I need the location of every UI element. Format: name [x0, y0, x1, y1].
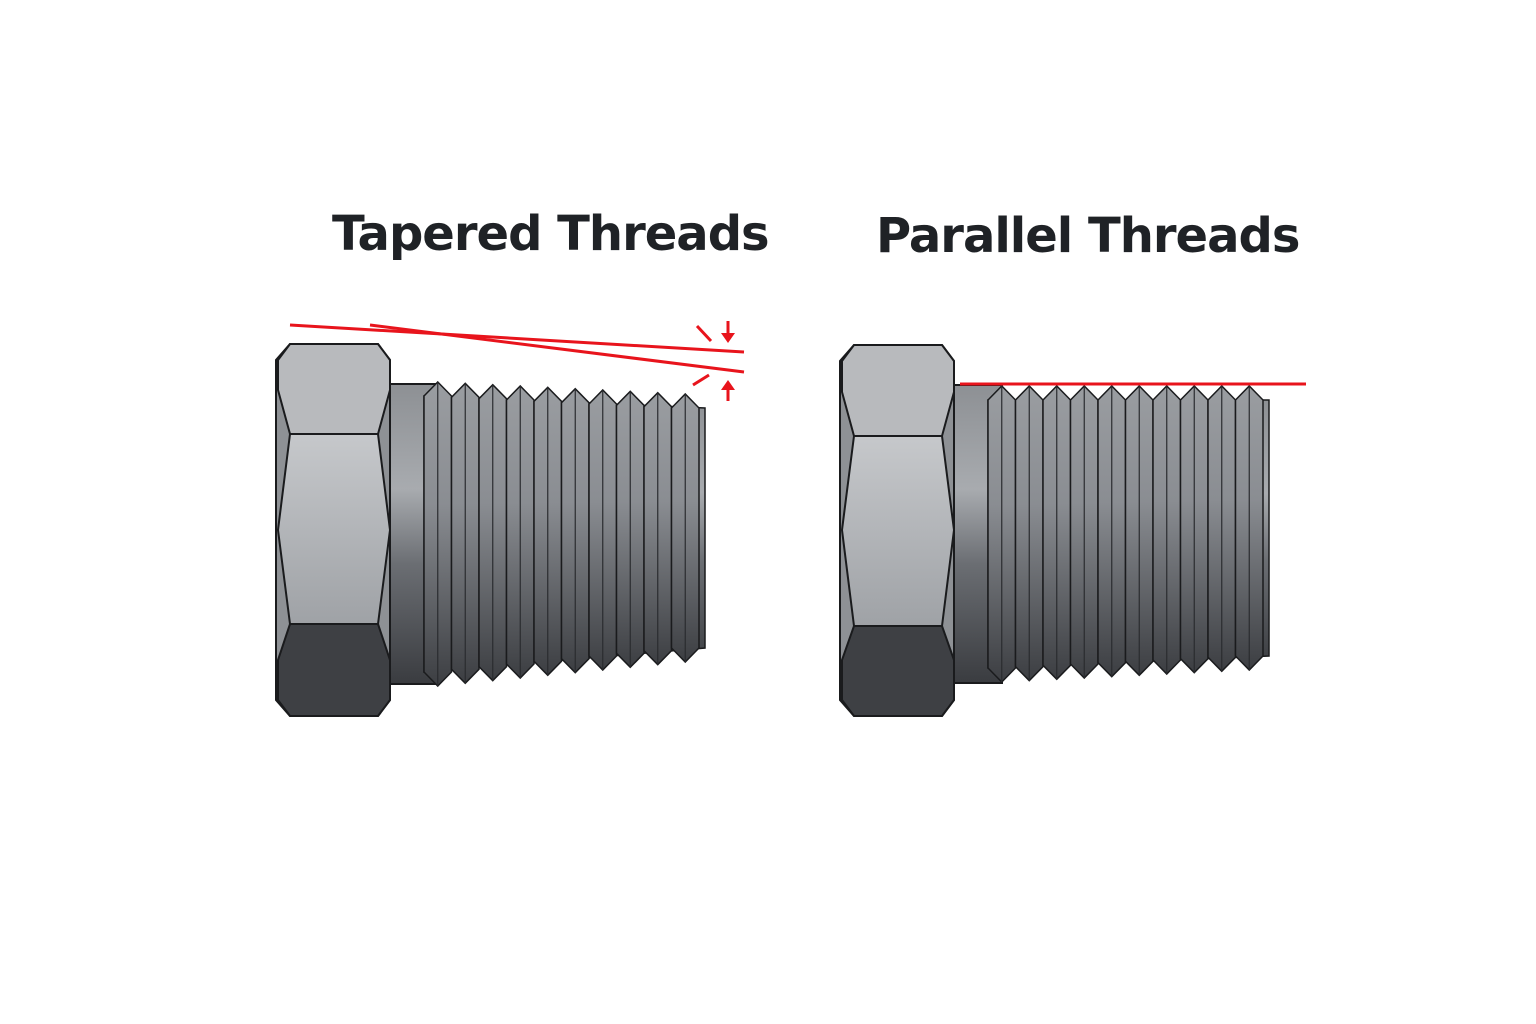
- taper-arrow-up-icon: [721, 380, 735, 401]
- parallel-fitting: [839, 344, 1306, 717]
- tapered-threads-title: Tapered Threads: [332, 206, 770, 262]
- tapered-fitting: [275, 321, 745, 717]
- tapered-thread-ridges: [423, 380, 706, 688]
- parallel-thread-ridges: [987, 384, 1270, 684]
- tapered-hex-nut: [275, 343, 392, 717]
- parallel-hex-nut: [839, 344, 956, 717]
- taper-arrow-down-icon: [721, 321, 735, 343]
- tapered-guide-lines: [289, 323, 745, 387]
- parallel-threads-title: Parallel Threads: [876, 208, 1300, 264]
